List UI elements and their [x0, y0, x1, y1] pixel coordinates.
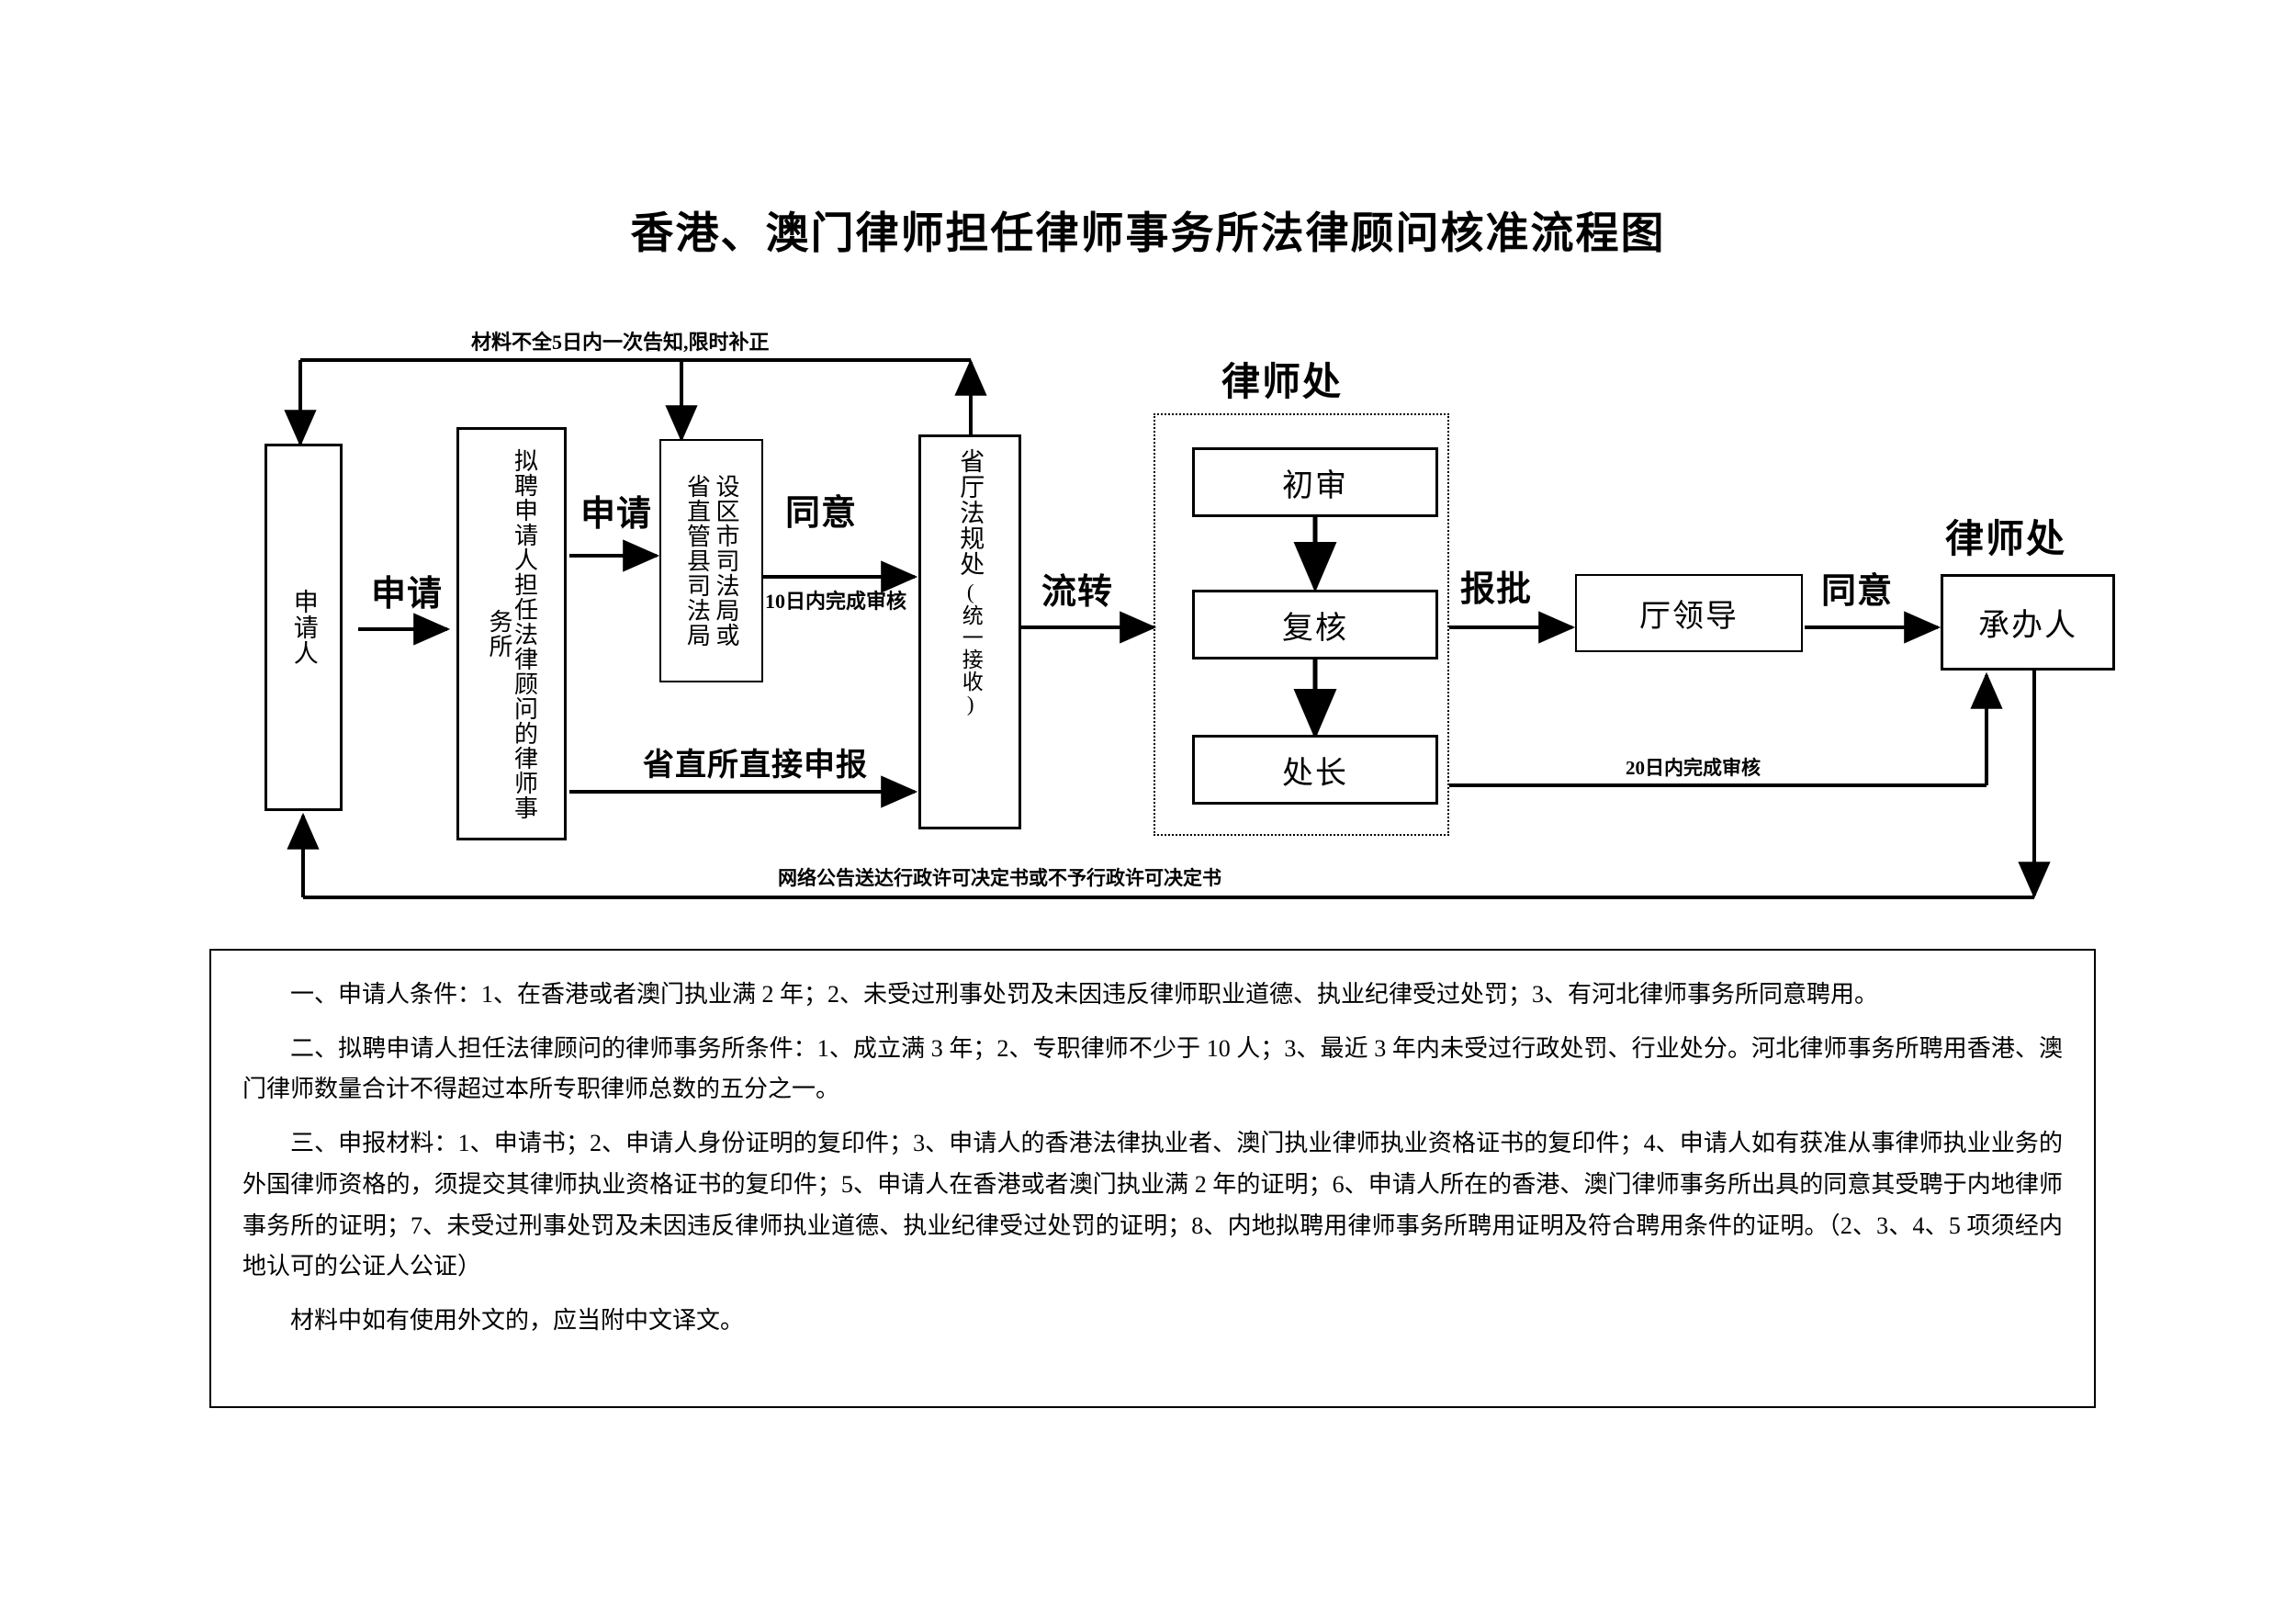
- node-regulation-office[interactable]: 省厅法规处 (统一接收): [918, 434, 1021, 829]
- edge-label-apply-1: 申请: [371, 575, 444, 614]
- node-handler-label: 承办人: [1978, 609, 2077, 643]
- edge-label-within-20-days: 20日内完成审核: [1626, 757, 1761, 779]
- edge-label-agree-2: 同意: [1821, 572, 1894, 611]
- node-division-chief-label: 处长: [1282, 756, 1348, 791]
- group-lawyer-division-right-title: 律师处: [1945, 519, 2067, 561]
- node-recheck[interactable]: 复核: [1192, 590, 1438, 659]
- node-handler[interactable]: 承办人: [1941, 574, 2115, 671]
- node-first-review[interactable]: 初审: [1192, 447, 1438, 517]
- note-item-3: 三、申报材料：1、申请书；2、申请人身份证明的复印件；3、申请人的香港法律执业者…: [242, 1130, 2063, 1280]
- node-division-chief[interactable]: 处长: [1192, 735, 1438, 805]
- edge-label-apply-2: 申请: [580, 495, 653, 534]
- node-department-leader-label: 厅领导: [1639, 600, 1739, 634]
- node-regulation-office-label: 省厅法规处: [956, 448, 985, 577]
- note-item-1: 一、申请人条件：1、在香港或者澳门执业满 2 年；2、未受过刑事处罚及未因违反律…: [290, 981, 1879, 1008]
- node-justice-bureau-b-label: 省直管县司法局: [683, 474, 711, 648]
- node-first-review-label: 初审: [1282, 468, 1348, 503]
- node-applicant-label: 申请人: [289, 589, 318, 666]
- notes-panel: 一、申请人条件：1、在香港或者澳门执业满 2 年；2、未受过刑事处罚及未因违反律…: [209, 949, 2096, 1408]
- node-department-leader[interactable]: 厅领导: [1575, 574, 1803, 652]
- group-lawyer-division: [1154, 413, 1449, 836]
- node-regulation-office-note: (统一接收): [959, 580, 983, 716]
- edge-label-submit-for-approval: 报批: [1460, 570, 1533, 609]
- edge-label-incomplete-notice: 材料不全5日内一次告知,限时补正: [471, 331, 770, 354]
- edge-label-agree-1: 同意: [785, 494, 858, 533]
- note-item-4: 材料中如有使用外文的，应当附中文译文。: [290, 1307, 745, 1335]
- node-law-firm[interactable]: 拟聘申请人担任法律顾问的律师事务所: [456, 427, 567, 840]
- node-justice-bureau[interactable]: 设区市司法局或 省直管县司法局: [659, 439, 763, 682]
- node-law-firm-label: 拟聘申请人担任法律顾问的律师事务所: [486, 447, 538, 820]
- edge-label-direct-filing: 省直所直接申报: [643, 749, 868, 783]
- node-justice-bureau-a-label: 设区市司法局或: [713, 474, 740, 648]
- edge-label-within-10-days: 10日内完成审核: [765, 590, 907, 613]
- edge-label-transfer: 流转: [1041, 573, 1114, 612]
- note-item-2: 二、拟聘申请人担任法律顾问的律师事务所条件：1、成立满 3 年；2、专职律师不少…: [242, 1034, 2063, 1103]
- node-recheck-label: 复核: [1282, 611, 1348, 646]
- group-lawyer-division-title: 律师处: [1221, 362, 1344, 404]
- node-applicant[interactable]: 申请人: [264, 444, 343, 811]
- edge-label-web-announcement: 网络公告送达行政许可决定书或不予行政许可决定书: [778, 867, 1221, 889]
- page-title: 香港、澳门律师担任律师事务所法律顾问核准流程图: [630, 210, 1666, 258]
